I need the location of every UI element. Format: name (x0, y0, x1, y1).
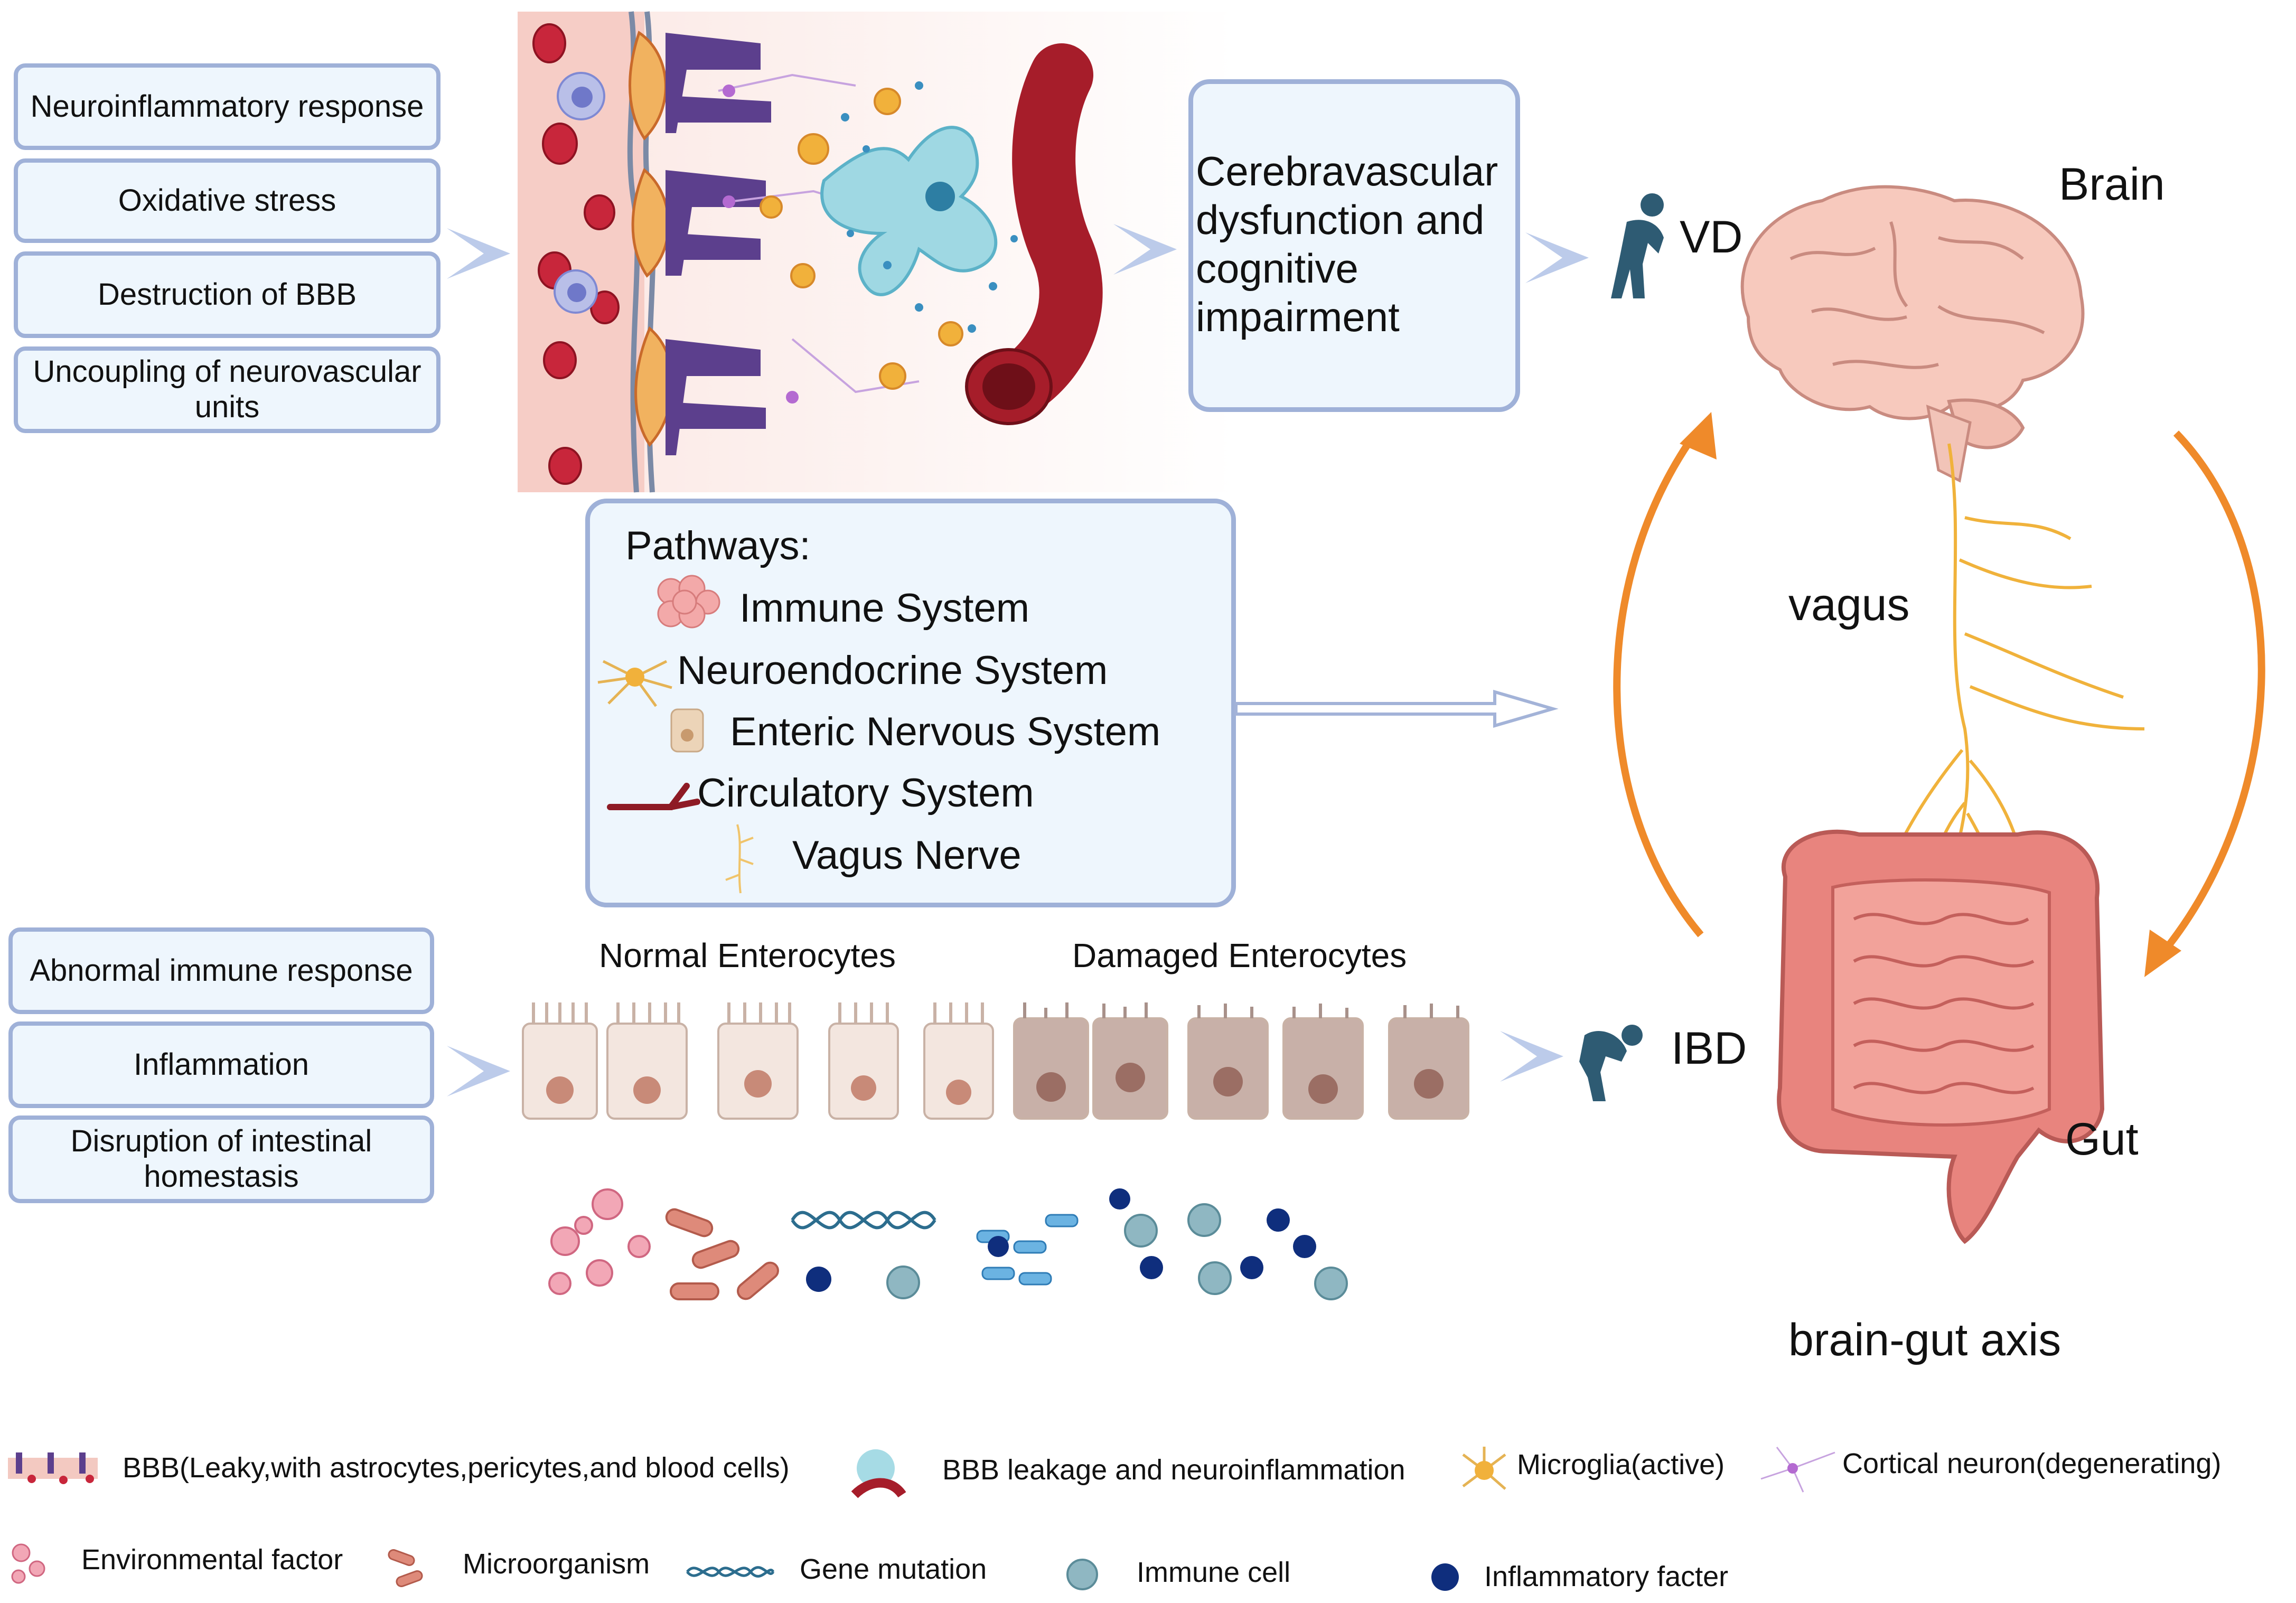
enterocyte-row (522, 1002, 1469, 1120)
causes-illustration (548, 1188, 1348, 1300)
pathway-enteric: Enteric Nervous System (730, 709, 1161, 754)
legend-gene: Gene mutation (800, 1553, 987, 1585)
legend-microorganism: Microorganism (463, 1548, 650, 1580)
pathway-immune: Immune System (739, 586, 1030, 631)
legend-immune-cell-icon (1066, 1559, 1098, 1590)
person-icon (1611, 193, 1664, 298)
effect-uncoupling-nvu: Uncoupling of neurovascular units (14, 346, 441, 433)
effect-inflammation: Inflammation (8, 1021, 434, 1108)
enteric-cell-icon (670, 708, 704, 753)
chevron-arrow-icon (447, 228, 510, 279)
chevron-arrow-icon (1113, 224, 1177, 275)
legend-bbb-icon (8, 1452, 98, 1484)
chevron-arrow-icon (447, 1046, 510, 1096)
legend-immune-cell: Immune cell (1137, 1557, 1291, 1588)
immune-system-icon (657, 575, 720, 629)
legend-bbb: BBB(Leaky,with astrocytes,pericytes,and … (123, 1452, 790, 1484)
person-icon (1579, 1025, 1643, 1101)
legend-leakage-icon (851, 1449, 906, 1498)
legend-inflammatory: Inflammatory facter (1484, 1561, 1729, 1592)
legend-environment-icon (11, 1543, 45, 1584)
label-damaged-enterocytes: Damaged Enterocytes (1072, 936, 1407, 974)
legend-neuron-icon (1760, 1447, 1835, 1493)
effect-abnormal-immune: Abnormal immune response (8, 927, 434, 1014)
label-brain: Brain (2059, 159, 2165, 210)
label-normal-enterocytes: Normal Enterocytes (599, 936, 896, 974)
pathway-vagus: Vagus Nerve (792, 833, 1022, 878)
label-ibd: IBD (1671, 1023, 1747, 1074)
brain-gut-cycle-arrows (1613, 412, 2265, 977)
bbb-leakage-illustration (518, 11, 1236, 493)
label-vd: VD (1680, 212, 1743, 263)
effect-disruption-homestasis: Disruption of intestinal homestasis (8, 1115, 434, 1203)
outcome-box (1188, 79, 1520, 412)
neuroendocrine-icon (597, 660, 672, 707)
pathways-title: Pathways: (625, 523, 811, 568)
legend-leakage: BBB leakage and neuroinflammation (942, 1454, 1405, 1486)
effect-destruction-bbb: Destruction of BBB (14, 251, 441, 338)
pathways-box (585, 499, 1236, 907)
vagus-nerve-icon (725, 824, 754, 894)
label-gut: Gut (2065, 1114, 2139, 1165)
chevron-arrow-icon (1525, 232, 1589, 283)
pathway-neuroendocrine: Neuroendocrine System (677, 648, 1108, 693)
legend-microglia: Microglia(active) (1517, 1449, 1725, 1480)
legend-gene-icon (686, 1566, 775, 1578)
intestine-illustration (1777, 829, 2105, 1244)
effect-oxidative-stress: Oxidative stress (14, 158, 441, 243)
long-arrow-icon (1234, 690, 1559, 728)
pathway-circulatory: Circulatory System (697, 771, 1034, 815)
legend-environment: Environmental factor (81, 1544, 343, 1576)
legend-inflammatory-icon (1431, 1563, 1459, 1591)
legend-microorganism-icon (388, 1549, 423, 1587)
chevron-arrow-icon (1500, 1031, 1563, 1082)
effect-neuroinflammatory: Neuroinflammatory response (14, 63, 441, 150)
blood-vessel-icon (607, 783, 700, 810)
legend-microglia-icon (1462, 1447, 1506, 1490)
legend-neuron: Cortical neuron(degenerating) (1842, 1448, 2222, 1479)
label-brain-gut-axis: brain-gut axis (1788, 1315, 2061, 1365)
outcome-text: Cerebravascular dysfunction and cognitiv… (1196, 148, 1498, 341)
label-vagus: vagus (1788, 579, 1910, 630)
